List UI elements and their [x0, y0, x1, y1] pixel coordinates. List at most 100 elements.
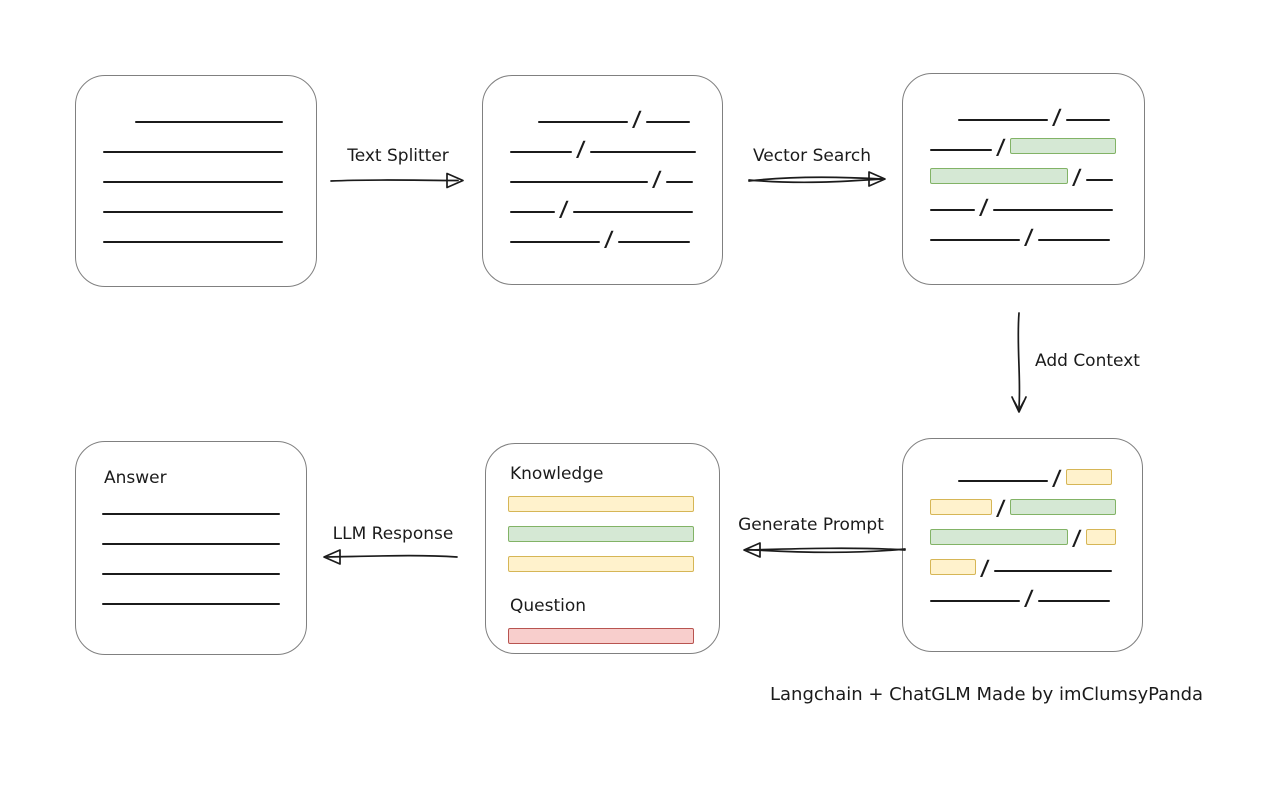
- chunk-row: /: [930, 134, 1117, 159]
- answer-content: Answer: [76, 442, 306, 654]
- chunk-row: [508, 556, 697, 572]
- yellow-chunk: [508, 496, 694, 512]
- context-chunks-box: / / / / /: [902, 438, 1143, 652]
- text-line: [617, 241, 690, 243]
- text-line: [510, 211, 555, 213]
- generate-prompt-arrow: [743, 542, 906, 558]
- chunk-separator-slash: /: [1023, 586, 1034, 610]
- text-line: [103, 211, 283, 213]
- text-line: [930, 209, 975, 211]
- chunk-row: /: [930, 164, 1117, 189]
- green-chunk: [1009, 138, 1116, 154]
- chunk-row: [102, 558, 280, 578]
- text-line: [102, 573, 280, 575]
- chunk-row: /: [930, 104, 1117, 129]
- green-chunk: [930, 529, 1068, 545]
- green-chunk: [508, 526, 694, 542]
- yellow-chunk: [930, 559, 976, 575]
- chunk-row: /: [930, 585, 1115, 610]
- context-chunks-lines: / / / / /: [903, 439, 1142, 651]
- text-line: [102, 543, 280, 545]
- green-chunk: [1009, 499, 1116, 515]
- text-line: [1037, 239, 1110, 241]
- add-context-arrow: [1011, 312, 1027, 413]
- chunk-row: /: [510, 166, 695, 191]
- text-line: [1037, 600, 1110, 602]
- text-line: [589, 151, 696, 153]
- chunk-row: [102, 498, 280, 518]
- split-chunks-box: / / / / /: [482, 75, 723, 285]
- llm-response-label: LLM Response: [332, 524, 454, 544]
- chunk-row: [103, 226, 289, 246]
- green-chunk: [930, 168, 1068, 184]
- yellow-chunk: [930, 499, 992, 515]
- chunk-separator-slash: /: [651, 167, 662, 191]
- knowledge-label: Knowledge: [510, 464, 604, 484]
- red-chunk: [508, 628, 694, 644]
- text-line: [958, 480, 1048, 482]
- chunk-row: [508, 496, 697, 512]
- answer-box: Answer: [75, 441, 307, 655]
- text-splitter-label: Text Splitter: [347, 146, 449, 166]
- source-document-box: [75, 75, 317, 287]
- chunk-row: /: [930, 465, 1115, 490]
- chunk-separator-slash: /: [1051, 466, 1062, 490]
- chunk-separator-slash: /: [1071, 526, 1082, 550]
- chunk-separator-slash: /: [1023, 225, 1034, 249]
- chunk-row: [103, 166, 289, 186]
- add-context-label: Add Context: [1035, 351, 1140, 371]
- llm-response-arrow: [323, 549, 458, 565]
- answer-label: Answer: [104, 468, 167, 488]
- chunk-separator-slash: /: [995, 496, 1006, 520]
- chunk-row: /: [930, 495, 1116, 520]
- chunk-row: [102, 588, 280, 608]
- text-line: [510, 241, 600, 243]
- text-line: [103, 181, 283, 183]
- chunk-row: [103, 106, 289, 126]
- chunk-separator-slash: /: [978, 195, 989, 219]
- text-line: [102, 603, 280, 605]
- matched-chunks-box: / / / / /: [902, 73, 1145, 285]
- chunk-row: /: [510, 136, 696, 161]
- yellow-chunk: [508, 556, 694, 572]
- source-document-lines: [76, 76, 316, 286]
- chunk-separator-slash: /: [558, 197, 569, 221]
- text-line: [1085, 179, 1113, 181]
- credit-caption: Langchain + ChatGLM Made by imClumsyPand…: [770, 684, 1204, 705]
- vector-search-label: Vector Search: [753, 146, 871, 166]
- text-line: [930, 600, 1020, 602]
- yellow-chunk: [1085, 529, 1116, 545]
- chunk-row: [102, 528, 280, 548]
- vector-search-arrow: [748, 171, 886, 187]
- chunk-row: [508, 526, 697, 542]
- chunk-row: /: [930, 224, 1117, 249]
- question-label: Question: [510, 596, 587, 616]
- chunk-row: /: [930, 555, 1115, 580]
- text-line: [645, 121, 690, 123]
- chunk-row: [103, 136, 289, 156]
- chunk-row: /: [930, 194, 1117, 219]
- chunk-separator-slash: /: [995, 135, 1006, 159]
- text-line: [102, 513, 280, 515]
- matched-chunks-lines: / / / / /: [903, 74, 1144, 284]
- text-line: [1065, 119, 1110, 121]
- text-line: [992, 209, 1113, 211]
- text-line: [135, 121, 283, 123]
- chunk-separator-slash: /: [603, 227, 614, 251]
- chunk-row: [508, 628, 697, 644]
- chunk-row: /: [510, 106, 695, 131]
- text-line: [993, 570, 1112, 572]
- chunk-separator-slash: /: [1071, 165, 1082, 189]
- yellow-chunk: [1065, 469, 1112, 485]
- chunk-separator-slash: /: [979, 556, 990, 580]
- chunk-row: /: [930, 525, 1116, 550]
- text-splitter-arrow: [330, 172, 464, 189]
- chunk-separator-slash: /: [575, 137, 586, 161]
- text-line: [103, 151, 283, 153]
- text-line: [930, 239, 1020, 241]
- chunk-row: [103, 196, 289, 216]
- text-line: [538, 121, 628, 123]
